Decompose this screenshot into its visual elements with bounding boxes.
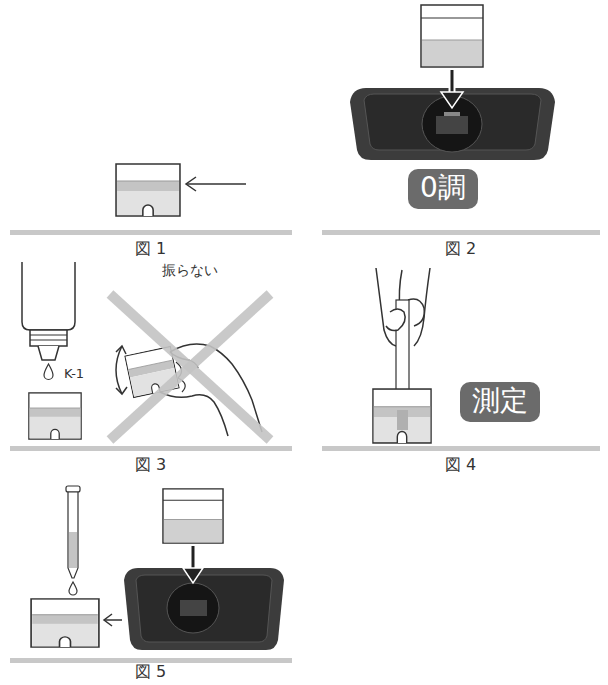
figure-caption: 図 3 bbox=[135, 455, 166, 476]
reagent-name: K-1 bbox=[64, 366, 84, 381]
separator-bar bbox=[322, 446, 600, 451]
badge-text: 0調 bbox=[420, 170, 466, 206]
separator-bar bbox=[322, 230, 600, 235]
reagent-bottle bbox=[22, 262, 81, 439]
device-figure-2 bbox=[350, 5, 555, 160]
separator-bar bbox=[10, 446, 292, 451]
instruction-note: 振らない bbox=[162, 262, 218, 280]
step-badge: 0調 bbox=[408, 169, 478, 209]
figure-caption: 図 5 bbox=[135, 662, 166, 683]
device-figure-5 bbox=[124, 489, 284, 650]
figure-caption: 図 1 bbox=[135, 239, 166, 260]
shaking-hand bbox=[110, 294, 270, 440]
figure-caption: 図 4 bbox=[445, 455, 476, 476]
separator-bar bbox=[10, 230, 292, 235]
pipette bbox=[31, 486, 122, 647]
figure-caption: 図 2 bbox=[445, 239, 476, 260]
test-strip-hand bbox=[373, 268, 431, 443]
cuvette-figure-1 bbox=[116, 164, 246, 216]
badge-text: 測定 bbox=[472, 383, 528, 419]
step-badge: 測定 bbox=[460, 382, 540, 422]
